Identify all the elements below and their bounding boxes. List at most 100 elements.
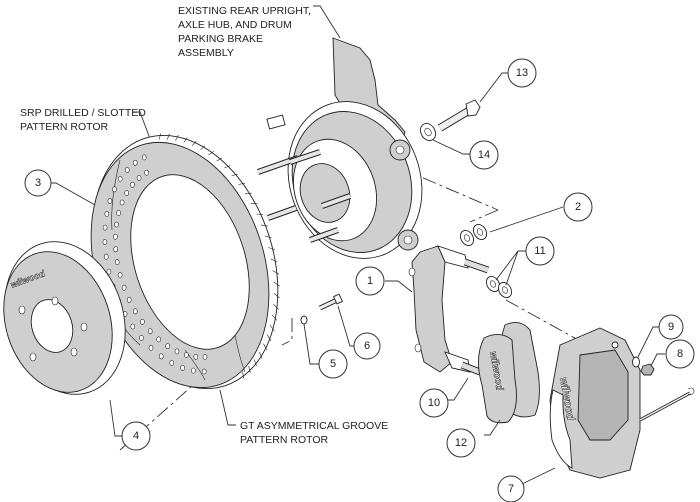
- bracket-bolt-group: [420, 99, 481, 141]
- wheel-stud-fill: [267, 206, 297, 220]
- bracket-bolt-head: [465, 99, 481, 117]
- bracket-bolt-washer-hole: [424, 127, 432, 137]
- callout-8: 8: [665, 339, 695, 369]
- callout-10: 10: [419, 388, 449, 418]
- rotor-drill-hole: [133, 308, 138, 315]
- callout-1: 1: [355, 266, 385, 296]
- rotor-drill-hole: [114, 221, 119, 228]
- caliper-bleeder: [611, 341, 619, 349]
- rotor-vane: [264, 235, 272, 239]
- bracket-mount-hole: [414, 343, 422, 353]
- rotor-drill-hole: [193, 353, 199, 360]
- srp-rotor-label: SRP DRILLED / SLOTTED PATTERN ROTOR: [20, 107, 156, 153]
- callout-number: 8: [677, 348, 683, 360]
- callout-circle: [469, 140, 499, 170]
- rotor-drill-hole: [126, 296, 132, 303]
- brake-pad-front: [478, 334, 517, 424]
- gt-rotor-label-line-2: PATTERN ROTOR: [240, 434, 329, 446]
- rotor-drill-hole: [174, 348, 180, 355]
- callout-number: 14: [478, 149, 490, 161]
- hat-center-bore: [30, 299, 74, 353]
- rotor-vane: [208, 151, 214, 156]
- rotor-drill-hole: [103, 253, 109, 260]
- callout-circle: [446, 428, 476, 458]
- caliper-nut: [640, 363, 655, 376]
- shim-washers: [485, 276, 513, 298]
- wheel-studs: [257, 149, 352, 243]
- rotor-vane: [183, 137, 188, 143]
- upright-ear-bottom-hole: [403, 235, 413, 245]
- callout-circle: [419, 388, 449, 418]
- hub-bore: [299, 163, 351, 223]
- caliper-bridge: [577, 349, 629, 441]
- srp-rotor-label-line-1: SRP DRILLED / SLOTTED: [20, 107, 146, 119]
- rotor-vane: [258, 351, 263, 359]
- shim-washer-hole: [501, 286, 509, 294]
- rotor-drill-hole: [184, 352, 189, 358]
- rotor-vane: [266, 334, 272, 342]
- rotor-vane: [273, 293, 280, 299]
- rotor-vane: [260, 224, 268, 227]
- caliper-pin-clip: [687, 387, 695, 395]
- rotor-drill-hole: [158, 353, 164, 360]
- hat-lug-hole: [80, 322, 88, 332]
- rotor-drill-hole: [113, 246, 118, 253]
- upright-leader-line: [313, 5, 341, 39]
- callout-circle: [507, 58, 537, 88]
- callout-number: 5: [330, 358, 336, 370]
- callout-circle: [563, 192, 593, 222]
- hat-bolt-group: [300, 293, 344, 325]
- srp-rotor-label-line-2: PATTERN ROTOR: [20, 121, 109, 133]
- callout-13: 13: [507, 58, 537, 88]
- rotor-drill-hole: [180, 364, 185, 371]
- rotor-vane: [242, 371, 244, 379]
- leader-9: [637, 326, 660, 358]
- rotor-drill-hole: [107, 198, 113, 204]
- leader-13: [479, 72, 508, 103]
- hat-bolt-head: [332, 293, 344, 305]
- rotor-vane: [272, 270, 280, 275]
- hat-lug-hole: [70, 347, 78, 357]
- callout-11: 11: [525, 236, 555, 266]
- wheel-stud-fill: [309, 228, 339, 242]
- rotor-drill-hole: [147, 328, 153, 335]
- rotor-drill-hole: [117, 272, 123, 278]
- bracket-stud-upper-fill: [464, 259, 489, 273]
- rotor-drill-hole: [121, 284, 127, 291]
- rotor-drill-hole: [165, 343, 170, 350]
- rotor-vane: [270, 258, 278, 263]
- brake-pads: wilwood: [478, 321, 540, 424]
- rotor-drill-hole: [140, 318, 145, 325]
- callout-number: 7: [508, 483, 514, 495]
- upright-hub-assembly: [257, 37, 423, 259]
- rotor-drill-hole: [124, 190, 129, 196]
- rotor-drill-hole: [169, 360, 175, 366]
- rotor-vane: [253, 359, 257, 367]
- rotor-drill-hole: [102, 239, 108, 245]
- gt-rotor-leader-line: [219, 389, 236, 426]
- axis-centerline-upright-return: [469, 209, 499, 223]
- rotor-vane: [269, 324, 275, 332]
- callout-circle: [658, 314, 684, 340]
- rotor-vane: [256, 213, 264, 215]
- leader-8: [650, 353, 665, 367]
- bracket-top-boss: [437, 245, 469, 269]
- upright-label-line-3: PARKING BRAKE: [178, 33, 263, 45]
- rotor-groove: [234, 334, 246, 373]
- callout-7: 7: [497, 475, 525, 502]
- bracket-stud-lower-fill: [461, 362, 481, 375]
- upright-tab: [266, 114, 286, 130]
- rotor-slot: [111, 159, 121, 231]
- rotor-drill-hole: [132, 159, 138, 166]
- rotor-drill-hole: [191, 367, 196, 374]
- bracket-mount-hole: [408, 267, 416, 277]
- leader-11: [495, 250, 526, 286]
- rotor-vane: [224, 165, 231, 169]
- callout-circle: [525, 236, 555, 266]
- rotor-drill-hole: [104, 210, 110, 217]
- leader-3: [50, 182, 96, 206]
- callout-number: 13: [516, 67, 528, 79]
- leader-2: [489, 206, 564, 233]
- bracket-washer-hole: [463, 234, 471, 242]
